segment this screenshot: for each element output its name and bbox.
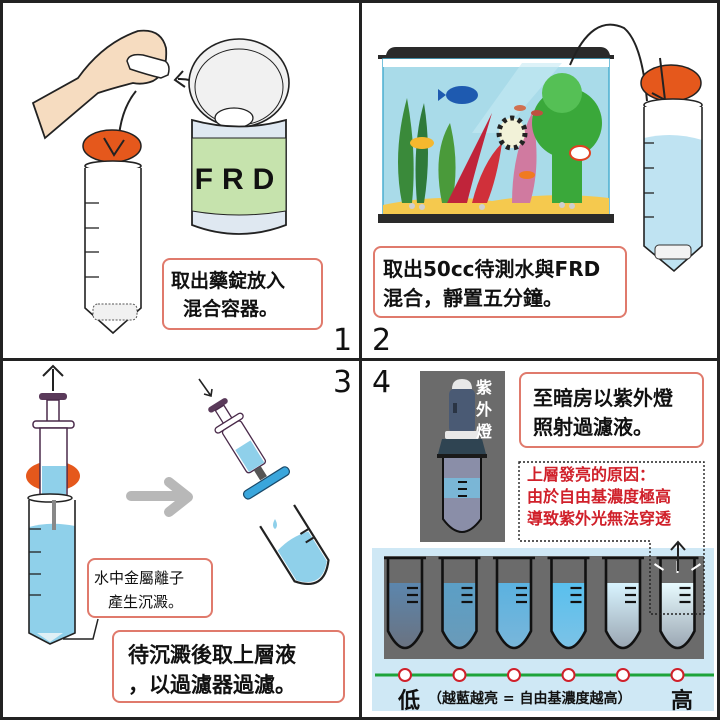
pull-up-arrow	[42, 364, 64, 391]
can-label: FRD	[195, 163, 284, 196]
panel-3-caption: 待沉澱後取上層液 ，以過濾器過濾。	[112, 630, 345, 703]
panel-1: FRD 取出藥錠放入 混合容器。 1	[3, 3, 360, 359]
scale-dot	[398, 668, 412, 682]
next-step-arrow	[126, 477, 193, 517]
scale-high-label: 高	[671, 689, 694, 714]
panel-3: 水中金屬離子 產生沉澱。 待沉澱後取上層液 ，以過濾器過濾。 3	[3, 361, 360, 717]
scale-legend: （越藍越亮 = 自由基濃度越高）	[428, 691, 632, 707]
tube-cap	[640, 64, 702, 102]
scale-dot	[452, 668, 467, 682]
panel-number: 2	[372, 323, 392, 358]
sample-tube	[643, 107, 703, 273]
hand-icon	[31, 29, 168, 140]
result-tube-liquid	[606, 583, 640, 648]
result-tube-liquid	[660, 583, 695, 648]
push-down-arrow	[198, 378, 213, 398]
sediment-tube	[28, 500, 76, 645]
result-tube-liquid	[442, 583, 477, 648]
panel-2-caption: 取出50cc待測水與FRD 混合，靜置五分鐘。	[373, 246, 627, 318]
siphon-hose	[569, 23, 648, 102]
panel-4: 紫 外 燈 至暗房以紫外燈 照射過濾液。 上層發亮的原因： 由於自由基濃度極高 …	[362, 361, 719, 717]
panel-divider-horizontal	[0, 358, 720, 361]
result-tube-liquid	[497, 583, 531, 648]
panel-1-caption: 取出藥錠放入 混合容器。	[162, 258, 323, 330]
result-tube	[384, 556, 426, 650]
scale-dot	[670, 668, 685, 682]
panel-number: 3	[333, 365, 353, 400]
panel-4-illustration	[372, 379, 714, 711]
panel-3-illustration	[26, 364, 330, 645]
note-highlight-box	[518, 461, 705, 615]
glow-explanation-note: 上層發亮的原因： 由於自由基濃度極高 導致紫外光無法穿透	[527, 465, 672, 528]
scale-dot	[561, 668, 576, 682]
mixing-tube	[84, 168, 142, 335]
scale-dot	[616, 668, 630, 682]
fish-blue	[446, 86, 478, 104]
result-tube	[547, 556, 590, 650]
uv-lamp	[449, 389, 475, 433]
uv-lamp-label: 紫 外 燈	[475, 378, 492, 441]
tablet-icon	[126, 53, 170, 79]
panel-4-caption: 至暗房以紫外燈 照射過濾液。	[519, 372, 704, 448]
result-tube	[602, 556, 644, 650]
panel-2-illustration	[378, 23, 703, 273]
syringe-filter	[242, 466, 290, 500]
panel-number: 1	[333, 323, 353, 358]
panel-2: 取出50cc待測水與FRD 混合，靜置五分鐘。 2	[362, 3, 719, 359]
aquarium-plants	[398, 73, 602, 203]
tube-cap	[82, 129, 142, 163]
result-tube-liquid	[551, 583, 586, 648]
result-tube	[493, 556, 535, 650]
glow-ray	[653, 563, 665, 571]
panel-number: 4	[372, 365, 392, 400]
result-tube	[438, 556, 481, 650]
scale-dot	[507, 668, 521, 682]
glow-ray	[690, 563, 702, 571]
panel-1-illustration: FRD	[31, 29, 290, 335]
result-tube-liquid	[388, 583, 422, 648]
precipitate-callout: 水中金屬離子 產生沉澱。	[87, 558, 213, 618]
scale-low-label: 低	[398, 689, 421, 714]
